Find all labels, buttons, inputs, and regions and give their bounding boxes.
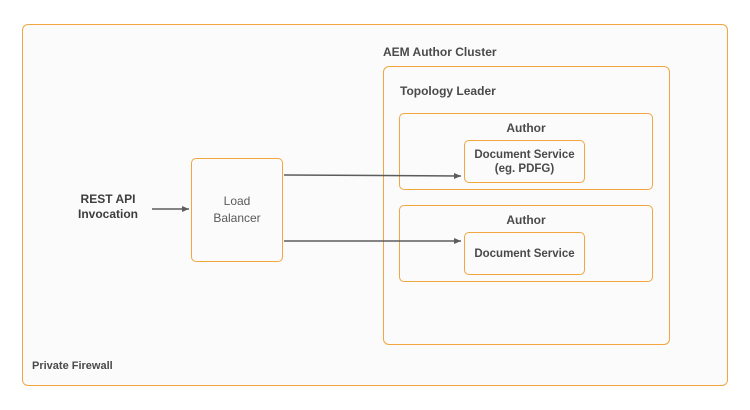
aem-author-cluster-label: AEM Author Cluster — [383, 45, 497, 59]
author-label-1: Author — [506, 121, 546, 135]
document-service-1-line1: Document Service — [474, 148, 575, 161]
rest-api-line1: REST API — [80, 192, 136, 206]
load-balancer-line1: Load — [223, 194, 251, 208]
document-service-2-line1: Document Service — [474, 247, 575, 260]
author-label-2: Author — [506, 213, 546, 227]
private-firewall-label: Private Firewall — [32, 360, 113, 372]
rest-api-line2: Invocation — [77, 207, 138, 221]
author-box-2: Author Document Service — [399, 205, 653, 282]
document-service-1-line2: (eg. PDFG) — [494, 162, 555, 175]
document-service-box-1: Document Service (eg. PDFG) — [464, 140, 585, 183]
load-balancer-box: Load Balancer — [191, 158, 283, 262]
topology-leader-box: Topology Leader Author Document Service … — [383, 66, 670, 345]
document-service-box-2: Document Service — [464, 232, 585, 275]
topology-leader-label: Topology Leader — [400, 84, 496, 98]
author-box-1: Author Document Service (eg. PDFG) — [399, 113, 653, 190]
rest-api-invocation-label: REST API Invocation — [58, 192, 158, 222]
load-balancer-line2: Balancer — [213, 211, 261, 225]
